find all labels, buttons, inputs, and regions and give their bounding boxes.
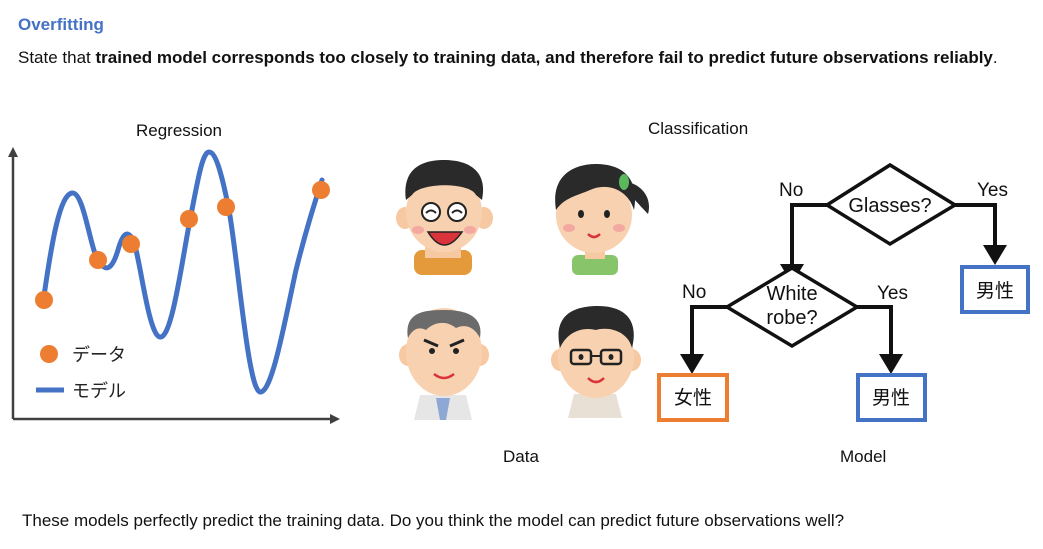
inner-yes-label: Yes: [877, 283, 908, 304]
glasses-question-label: Glasses?: [848, 195, 931, 217]
inner-no-edge: [690, 305, 727, 357]
footer-question: These models perfectly predict the train…: [22, 511, 845, 530]
male-leaf-inner: [856, 373, 927, 422]
data-point: [312, 181, 330, 199]
data-point: [35, 291, 53, 309]
root-no-label: No: [779, 180, 803, 201]
intro-suffix: .: [992, 48, 998, 67]
data-point: [217, 198, 235, 216]
inner-no-label: No: [682, 282, 706, 303]
arrowhead: [680, 354, 704, 374]
regression-plot: データ モデル: [8, 147, 340, 424]
intro-bold: trained model corresponds too closely to…: [95, 48, 993, 67]
man-glasses-lab-coat-icon: [551, 306, 641, 418]
male-leaf-inner-label: 男性: [872, 387, 910, 409]
data-point: [122, 235, 140, 253]
girl-ponytail-icon: [555, 164, 650, 275]
root-yes-label: Yes: [977, 180, 1008, 201]
model-caption: Model: [840, 447, 887, 466]
root-yes-edge: [955, 203, 997, 248]
man-grey-hair-lab-coat-icon: [399, 308, 489, 420]
arrowhead: [983, 245, 1007, 265]
arrowhead: [879, 354, 903, 374]
legend-model-label: モデル: [72, 381, 126, 402]
female-leaf: [657, 373, 729, 422]
male-leaf-root: [960, 265, 1030, 314]
legend-data-label: データ: [72, 345, 126, 366]
classification-title: Classification: [648, 119, 749, 138]
white-robe-label-line1: White: [766, 283, 817, 305]
intro-text: State that trained model corresponds too…: [18, 45, 1028, 70]
male-leaf-root-label: 男性: [976, 280, 1014, 302]
data-caption: Data: [503, 447, 539, 466]
boy-smiling-glasses-icon: [396, 160, 493, 275]
decision-tree: Glasses? No Yes White robe? No Yes 男性 女性…: [657, 162, 1030, 422]
regression-title: Regression: [136, 121, 222, 140]
white-robe-label-line2: robe?: [766, 307, 817, 329]
root-no-edge: [790, 203, 827, 268]
female-leaf-label: 女性: [674, 387, 712, 409]
intro-prefix: State that: [18, 48, 96, 67]
data-point: [180, 210, 198, 228]
inner-yes-edge: [857, 305, 893, 357]
page-title: Overfitting: [18, 15, 104, 34]
legend-data-marker: [40, 345, 58, 363]
data-point: [89, 251, 107, 269]
